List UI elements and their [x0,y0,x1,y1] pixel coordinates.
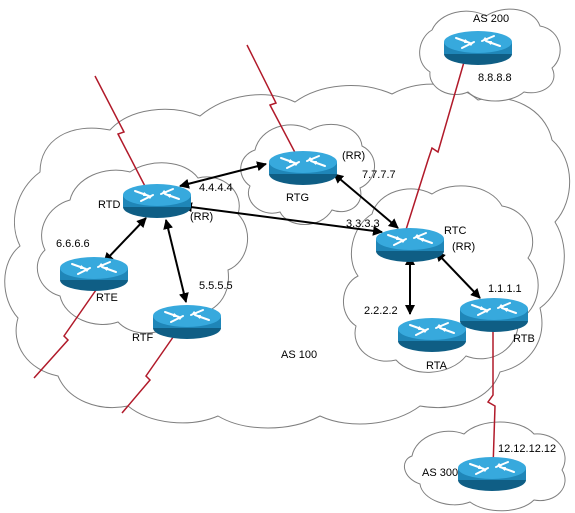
rtc-ip-label: 3.3.3.3 [346,218,380,230]
router-rtc [375,227,445,263]
as100-label: AS 100 [281,349,317,361]
rte-name-label: RTE [96,292,118,304]
rtg-rr-label: (RR) [342,150,365,162]
rtc-name-label: RTC [444,225,466,237]
rtb-name-label: RTB [513,333,535,345]
rtd-rtg-arrow [179,161,267,189]
rte-serial-link [33,289,97,379]
rtf-serial-link [121,319,186,414]
rtf-ip-label: 5.5.5.5 [199,280,233,292]
left-subcloud [36,162,248,334]
router-rte [59,256,129,292]
as200-label: AS 200 [473,13,509,25]
as200-router-ip: 8.8.8.8 [478,72,512,84]
rtg-rtc-arrow [333,173,399,229]
rtd-rte-arrow [103,217,147,263]
rtc-to-as200-link [403,61,465,237]
rtg-ip-label: 4.4.4.4 [199,182,233,194]
rtd-serial-link [94,75,149,193]
rta-ip-label: 2.2.2.2 [364,305,398,317]
rtg-rtc-link-label: 7.7.7.7 [362,169,396,181]
rtc-rr-label: (RR) [452,241,475,253]
router-rtg [268,150,338,186]
rtc-rtb-arrow [435,251,481,299]
rtb-to-as300-link [486,318,496,469]
as300-label: AS 300 [422,467,458,479]
router-rtb [459,297,529,333]
rtd-ip-label: 6.6.6.6 [56,238,90,250]
rta-name-label: RTA [426,360,448,372]
rtd-name-label: RTD [98,199,120,211]
rtg-name-label: RTG [286,192,309,204]
router-as300 [457,456,527,492]
as300-router-ip: 12.12.12.12 [498,443,556,455]
router-as200 [443,30,513,66]
router-rtd [122,183,192,219]
router-rta [397,317,467,353]
rtb-ip-label: 1.1.1.1 [488,283,522,295]
rtg-serial-link [246,44,301,163]
right-subcloud [343,185,539,373]
rtd-rr-label: (RR) [190,211,213,223]
rtd-rtf-arrow [163,219,189,303]
rtf-name-label: RTF [132,332,153,344]
router-rtf [152,304,222,340]
as100-cloud [4,83,571,429]
